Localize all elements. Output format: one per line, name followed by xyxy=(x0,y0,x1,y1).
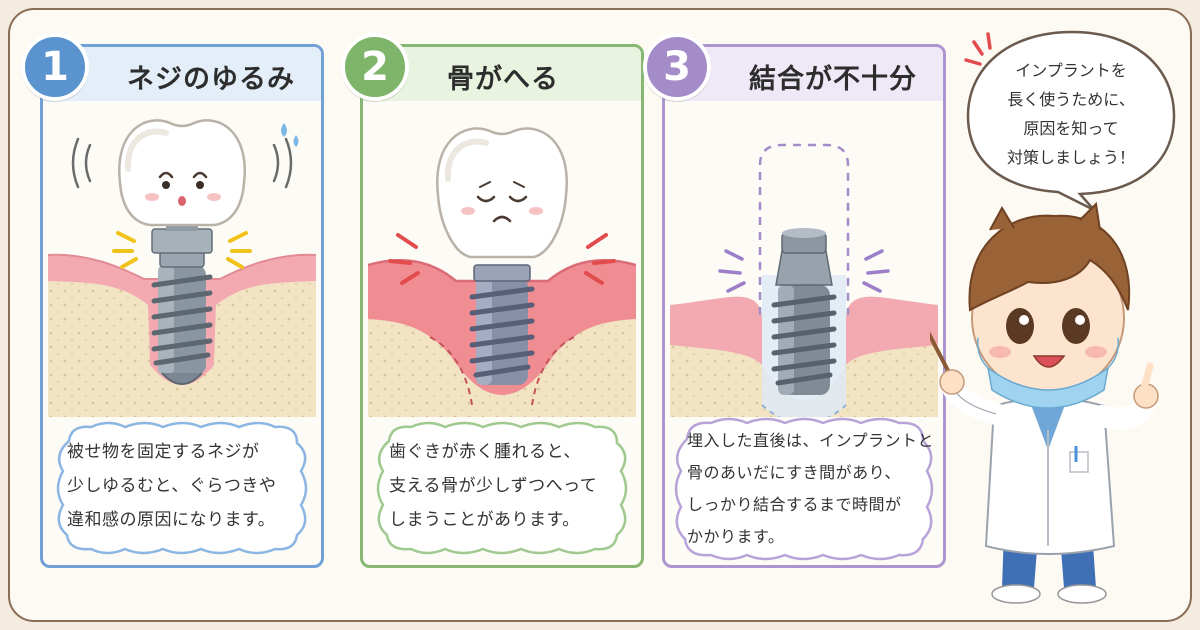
bubble-line: 原因を知って xyxy=(1023,119,1119,138)
card-title: 結合が不十分 xyxy=(749,64,917,95)
bone-loss-illustration xyxy=(368,127,636,417)
bubble-line: 対策しましょう！ xyxy=(1006,148,1135,167)
speech-bubble-text: インプラントを 長く使うために、 原因を知って 対策しましょう！ xyxy=(990,56,1152,172)
card-description: 埋入した直後は、インプラントと 骨のあいだにすき間があり、 しっかり結合するまで… xyxy=(687,425,937,553)
implant-screw xyxy=(151,265,213,385)
description-line: かかります。 xyxy=(687,527,785,546)
card-screw-loosening: 1 ネジのゆるみ xyxy=(21,33,324,568)
card-header xyxy=(363,47,641,101)
description-line: しっかり結合するまで時間が xyxy=(687,495,902,514)
implant-screw xyxy=(771,228,837,395)
description-cloud xyxy=(674,417,934,561)
integration-illustration xyxy=(670,143,938,417)
card-insufficient-integration: 3 結合が不十分 埋入した直後は、インプラントと 骨のあいだにすき間があり、 xyxy=(643,33,946,568)
abutment xyxy=(151,223,213,268)
description-cloud xyxy=(56,421,308,555)
description-line: 被せ物を固定するネジが xyxy=(67,442,260,462)
description-line: 少しゆるむと、ぐらつきや xyxy=(67,476,277,496)
description-line: 違和感の原因になります。 xyxy=(67,510,276,530)
card-number-badge: 3 xyxy=(643,33,711,101)
description-line: 歯ぐきが赤く腫れると、 xyxy=(389,442,581,462)
card-header xyxy=(43,47,321,101)
description-cloud xyxy=(376,421,628,555)
card-header xyxy=(665,47,943,101)
card-description: 歯ぐきが赤く腫れると、 支える骨が少しずつへって しまうことがあります。 xyxy=(389,435,629,537)
tooth-crown xyxy=(436,127,568,259)
description-line: 埋入した直後は、インプラントと xyxy=(687,431,935,450)
pointer-stick xyxy=(930,331,958,388)
card-number-badge: 2 xyxy=(341,33,409,101)
tooth-crown xyxy=(118,119,246,227)
description-line: 骨のあいだにすき間があり、 xyxy=(687,463,902,482)
card-title: 骨がへる xyxy=(447,64,559,95)
face-mask xyxy=(986,366,1110,409)
bubble-line: インプラントを xyxy=(1015,61,1127,80)
description-line: しまうことがあります。 xyxy=(389,510,580,530)
implant-screw xyxy=(469,264,535,385)
card-title: ネジのゆるみ xyxy=(127,64,295,95)
description-line: 支える骨が少しずつへって xyxy=(389,476,598,496)
dentist-character xyxy=(930,201,1159,604)
bubble-line: 長く使うために、 xyxy=(1007,90,1135,109)
loose-screw-illustration xyxy=(48,119,316,417)
card-description: 被せ物を固定するネジが 少しゆるむと、ぐらつきや 違和感の原因になります。 xyxy=(67,435,307,537)
card-bone-loss: 2 骨がへる 歯ぐ xyxy=(341,33,644,568)
card-number-badge: 1 xyxy=(21,33,89,101)
attention-marks xyxy=(964,32,992,66)
